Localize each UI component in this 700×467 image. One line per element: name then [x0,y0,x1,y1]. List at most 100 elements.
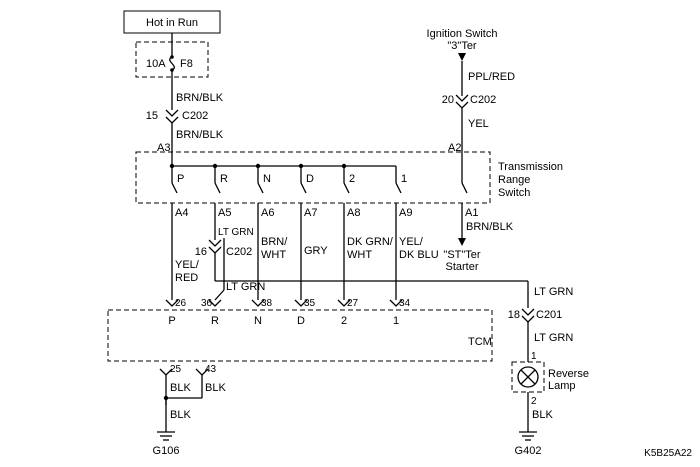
tcm-input-n: N [254,315,262,327]
wire-label-yel-dk-blu-2: DK BLU [399,249,439,261]
tcm-pin-27: 27 [347,298,359,309]
wire-label-blk-g106: BLK [170,409,191,421]
tcm-input-r: R [211,315,219,327]
trs-position-d: D [306,173,314,185]
transmission-range-switch: Transmission Range Switch A3 A2 P R N D [135,142,563,219]
lamp-bulb-icon [517,366,539,388]
trs-position-r: R [220,173,228,185]
wire-label-yel-red-1: YEL/ [175,259,200,271]
fuse-rating: 10A [146,58,166,70]
trs-pin-a5: A5 [218,207,231,219]
ground-icon [519,431,537,441]
tcm-name: TCM [468,336,492,348]
trs-switch-contacts [171,166,468,194]
wire-label-brn-blk-a1: BRN/BLK [466,221,514,233]
tcm-pin-26: 26 [175,298,187,309]
reverse-lamp-outline [511,361,545,393]
ground-g106: G106 [153,431,180,457]
wire-label-brn-blk-2: BRN/BLK [176,129,224,141]
wire-label-blk-43: BLK [205,382,226,394]
fuse-element-icon [169,56,175,71]
ground-icon [157,431,175,441]
starter-arrow-icon [458,238,466,246]
wire-label-dk-grn-wht-1: DK GRN/ [347,236,394,248]
trs-position-2: 2 [349,173,355,185]
trs-title-line1: Transmission [498,161,563,173]
connector-chevron-icon [521,315,535,323]
wire-label-lt-grn-c201-bottom: LT GRN [534,332,573,344]
trs-pin-a4: A4 [175,207,188,219]
starter-label-line2: Starter [445,261,478,273]
ground-g106-label: G106 [153,445,180,457]
wire-label-brn-wht-2: WHT [261,249,286,261]
wire-label-lt-grn-c201-top: LT GRN [534,286,573,298]
connector-pin: 15 [146,110,158,122]
trs-pin-a8: A8 [347,207,360,219]
connector-c202-15: 15 C202 [146,109,208,124]
trs-position-p: P [177,173,184,185]
tcm-outline [107,309,493,362]
wire-label-brn-wht-1: BRN/ [261,236,288,248]
tcm-input-d: D [297,315,305,327]
connector-chevron-icon [208,239,222,247]
trs-title-line2: Range [498,174,530,186]
tcm-pin-35: 35 [304,298,316,309]
wire-label-dk-grn-wht-2: WHT [347,249,372,261]
tcm-input-1: 1 [393,315,399,327]
wire-label-blk-25: BLK [170,382,191,394]
trs-to-tcm-wires [171,203,397,300]
wire-label-blk-g402: BLK [532,409,553,421]
reverse-lamp-circuit: LT GRN 18 C201 LT GRN 1 2 Reverse Lamp B… [508,286,589,432]
tcm-pin-38: 38 [261,298,273,309]
connector-chevron-icon [455,101,469,109]
connector-name: C202 [182,110,208,122]
starter-label-line1: "ST"Ter [443,249,480,261]
fuse-name: F8 [180,58,193,70]
trs-pin-a7: A7 [304,207,317,219]
wire-label-lt-grn-a5: LT GRN [218,227,254,238]
wire-label-gry: GRY [304,245,328,257]
reverse-lamp-pin-1: 1 [531,351,537,362]
trs-position-1: 1 [401,173,407,185]
trs-pin-a3: A3 [157,142,170,154]
hot-in-run-label: Hot in Run [146,17,198,29]
connector-c202-20: 20 C202 [442,94,496,109]
tcm-pin-34: 34 [399,298,411,309]
ground-g402-label: G402 [515,445,542,457]
reverse-lamp-label-line1: Reverse [548,368,589,380]
reverse-lamp-label-line2: Lamp [548,380,576,392]
tcm-input-2: 2 [341,315,347,327]
tcm-pin-chevrons [165,299,403,307]
trs-title-line3: Switch [498,187,530,199]
tcm-ground-pin-25: 25 [170,364,182,375]
ignition-label-line1: Ignition Switch [427,28,498,40]
tcm-pin-36: 36 [201,298,213,309]
connector-c201-name: C201 [536,309,562,321]
connector-chevron-icon [521,308,535,316]
hot-in-run-block: Hot in Run [123,10,221,34]
connector-chevron-icon [165,116,179,124]
trs-outline [135,151,491,204]
tcm-input-p: P [168,315,175,327]
trs-pin-a1: A1 [465,207,478,219]
connector-chevron-icon [208,246,222,254]
tcm-ground-circuit: 25 43 BLK BLK BLK [159,364,226,432]
ignition-arrow-icon [458,53,466,61]
trs-pin-a6: A6 [261,207,274,219]
wire-label-yel-dk-blu-1: YEL/ [399,236,424,248]
connector-c201-pin: 18 [508,309,520,321]
ignition-label-line2: "3"Ter [447,40,477,52]
trs-position-n: N [263,173,271,185]
wire-label-yel: YEL [468,118,489,130]
connector-chevron-icon [165,109,179,117]
connector-c202-16-name: C202 [226,246,252,258]
trs-pin-a2: A2 [448,142,461,154]
wire-label-lt-grn-36: LT GRN [226,281,265,293]
wire-label-brn-blk-1: BRN/BLK [176,92,224,104]
tcm-module: TCM 26 36 38 35 27 34 P R N D 2 1 [107,298,493,362]
wire-a5-lt-grn-route [208,203,529,308]
reverse-lamp-pin-2: 2 [531,396,537,407]
connector-pin: 20 [442,94,454,106]
fuse-box-outline [135,41,209,78]
